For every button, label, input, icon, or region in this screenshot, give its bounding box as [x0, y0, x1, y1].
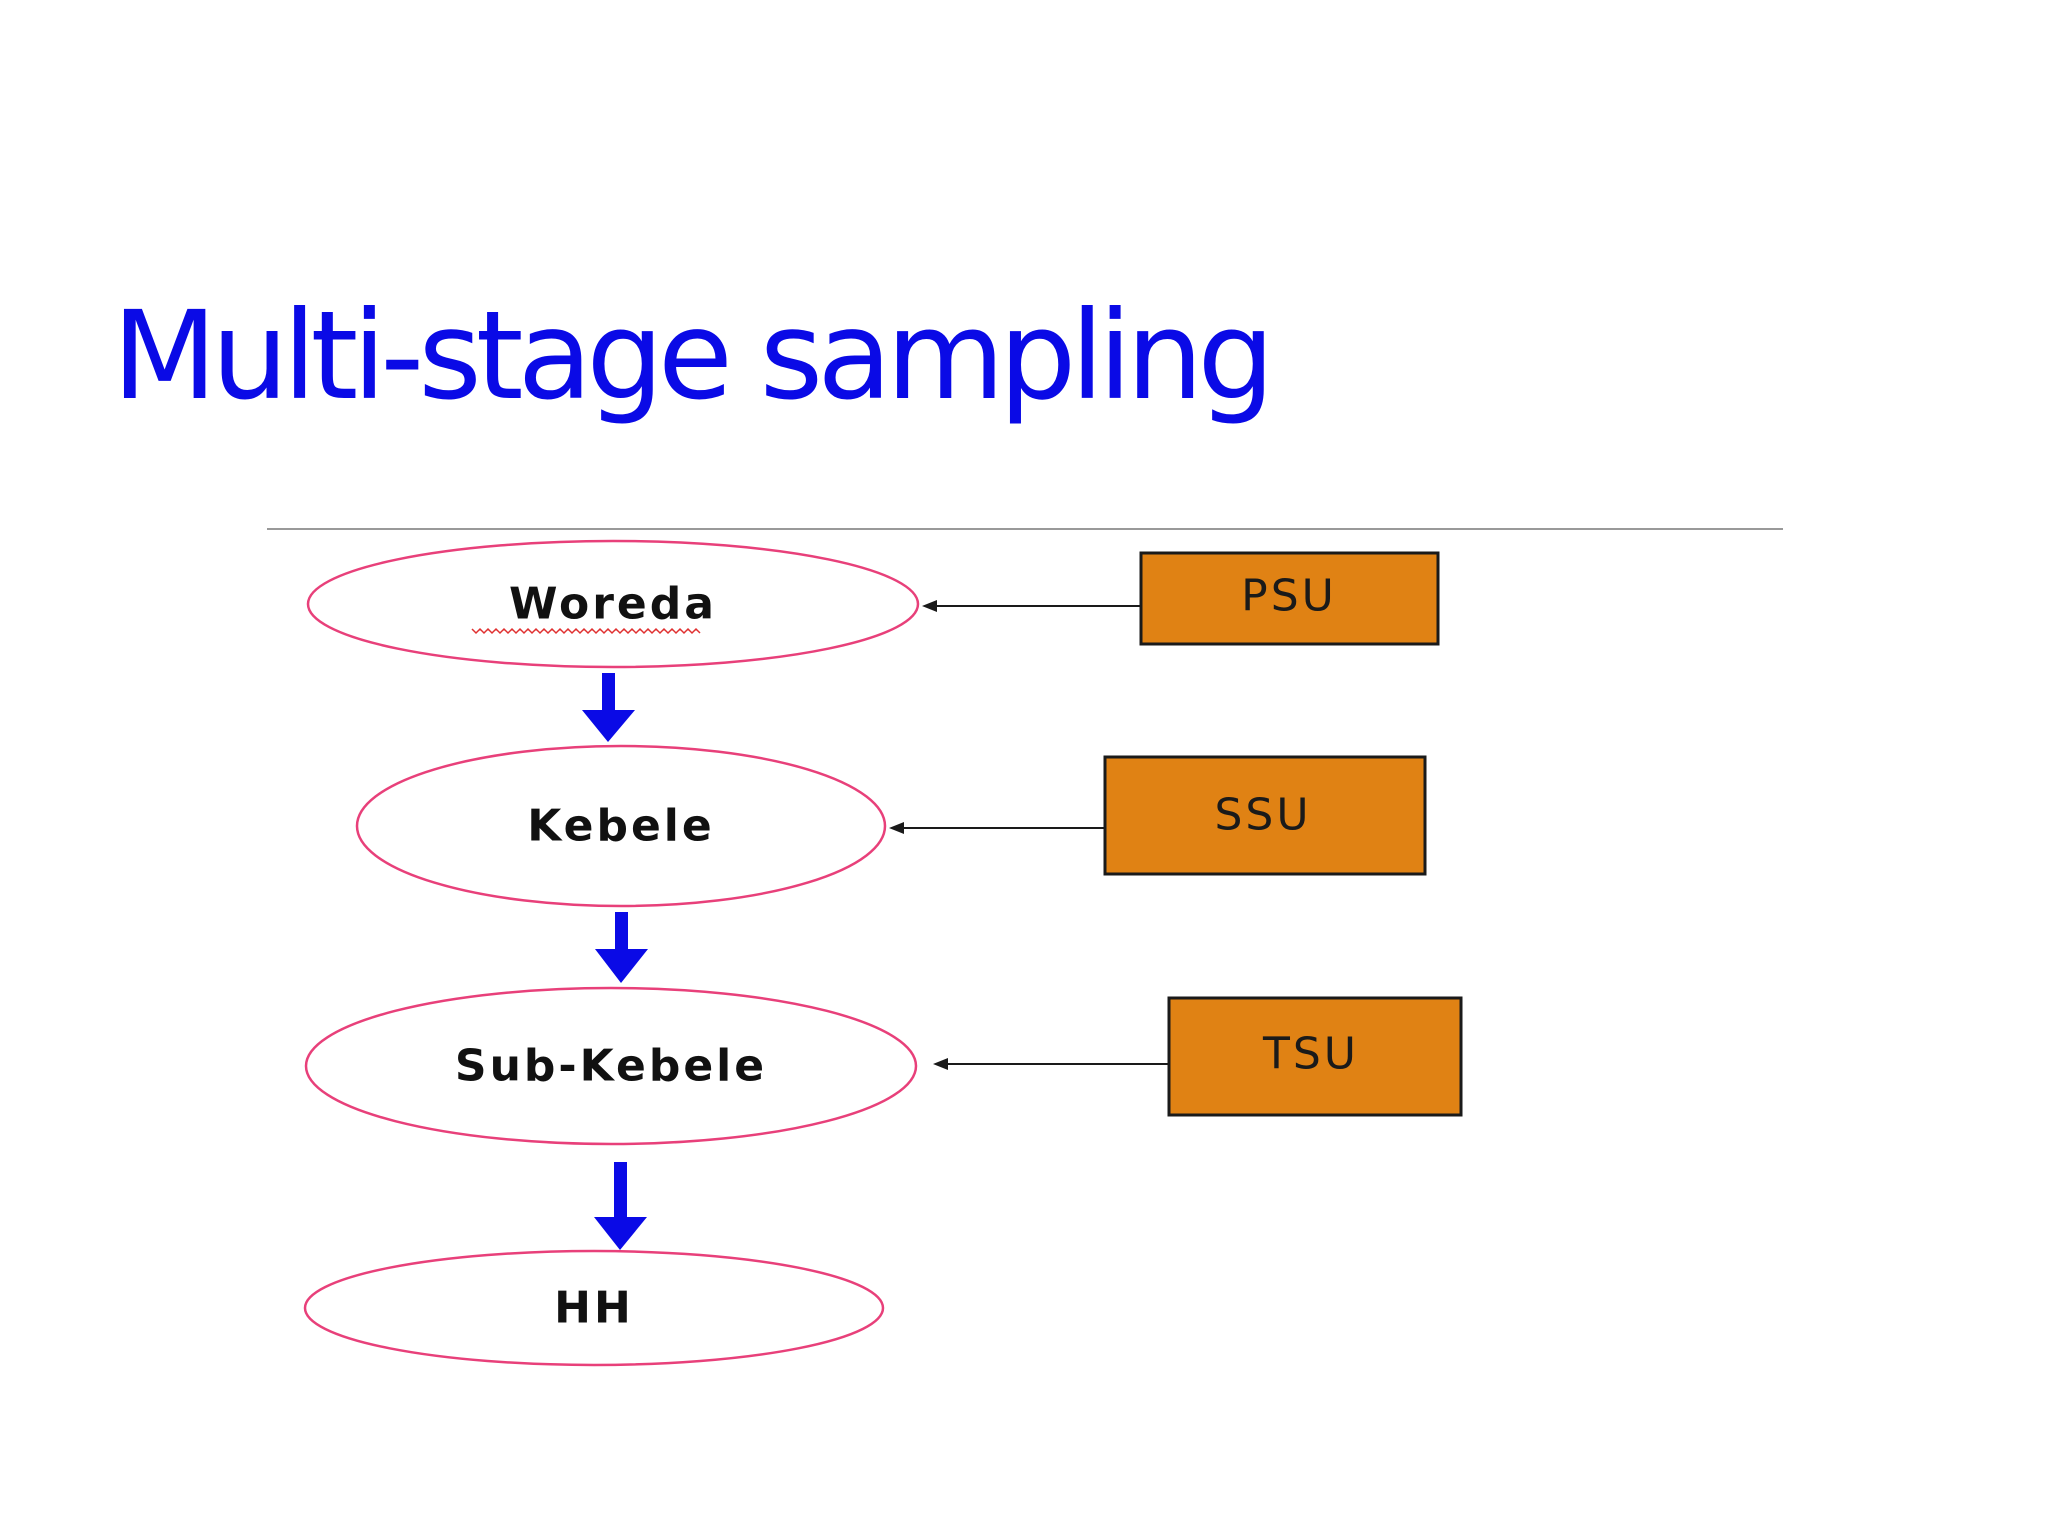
- stage-kebele-ellipse: [355, 744, 887, 908]
- stage-kebele: Kebele: [355, 744, 887, 908]
- woreda-spell-underline: [471, 627, 701, 635]
- stage-woreda-ellipse: [306, 539, 920, 669]
- connector-psu-woreda: [922, 600, 1141, 612]
- down-arrow-3: [594, 1162, 647, 1250]
- stage-woreda: Woreda: [306, 539, 920, 669]
- down-arrow-2: [595, 912, 648, 983]
- slide-title: Multi-stage sampling: [112, 285, 1275, 427]
- stage-hh-ellipse: [303, 1249, 885, 1367]
- unit-ssu: SSU: [1103, 755, 1427, 876]
- stage-sub-kebele-label: Sub-Kebele: [455, 1041, 767, 1092]
- stage-woreda-label: Woreda: [509, 579, 717, 630]
- down-arrow-1: [582, 673, 635, 742]
- connector-ssu-kebele: [889, 822, 1105, 834]
- stage-sub-kebele-ellipse: [304, 986, 918, 1146]
- unit-psu-label: PSU: [1241, 571, 1337, 622]
- stage-kebele-label: Kebele: [527, 801, 714, 852]
- connector-tsu-sub-kebele: [933, 1058, 1169, 1070]
- stage-hh: HH: [303, 1249, 885, 1367]
- unit-tsu-box: [1167, 996, 1463, 1117]
- unit-psu: PSU: [1139, 551, 1440, 646]
- unit-ssu-label: SSU: [1214, 790, 1311, 841]
- unit-tsu-label: TSU: [1262, 1029, 1359, 1080]
- unit-tsu: TSU: [1167, 996, 1463, 1117]
- unit-psu-box: [1139, 551, 1440, 646]
- unit-ssu-box: [1103, 755, 1427, 876]
- stage-sub-kebele: Sub-Kebele: [304, 986, 918, 1146]
- stage-hh-label: HH: [554, 1283, 634, 1334]
